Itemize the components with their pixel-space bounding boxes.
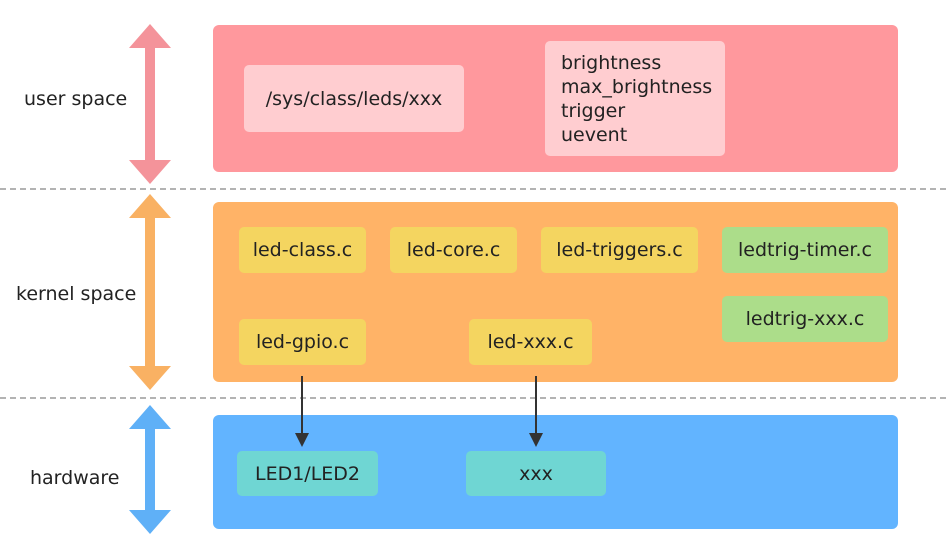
led-triggers-box: led-triggers.c [541,227,698,273]
user-space-label: user space [24,88,128,110]
kernel-space-double-arrow-icon [129,194,171,390]
attribute-max-brightness: max_brightness [561,76,713,98]
sysfs-attributes-box: brightness max_brightness trigger uevent [545,41,725,156]
hardware-double-arrow-icon [129,405,171,534]
kernel-space-label: kernel space [16,283,137,305]
user-space-double-arrow-icon [129,24,171,184]
ledtrig-timer-box: ledtrig-timer.c [722,227,888,273]
kernel-hardware-divider [0,397,946,399]
attribute-trigger: trigger [561,100,626,122]
ledtrig-xxx-box: ledtrig-xxx.c [722,296,888,342]
xxx-hardware-box: xxx [466,451,606,496]
led-gpio-box: led-gpio.c [239,319,366,365]
led-class-box: led-class.c [239,227,366,273]
attribute-brightness: brightness [561,52,662,74]
led-xxx-to-xxx-arrow-icon [529,376,543,447]
user-kernel-divider [0,188,946,190]
hardware-label: hardware [30,467,120,489]
led-xxx-box: led-xxx.c [469,319,592,365]
led-gpio-to-led1-arrow-icon [295,376,309,447]
led-core-box: led-core.c [390,227,517,273]
attribute-uevent: uevent [561,124,628,146]
led1-led2-box: LED1/LED2 [237,451,378,496]
sysfs-path-box: /sys/class/leds/xxx [244,65,464,132]
